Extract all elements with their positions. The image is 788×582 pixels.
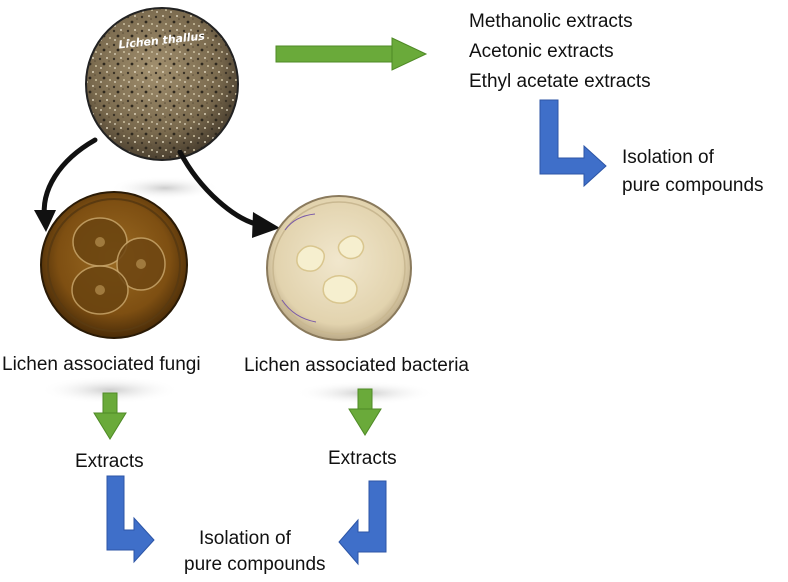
fungi-caption: Lichen associated fungi (2, 354, 201, 375)
fungi-plate-image (40, 191, 188, 339)
blue-arrow-bottom-right (338, 480, 387, 566)
black-arrow-to-fungi (34, 137, 98, 232)
isolation-bottom-line1: Isolation of (199, 528, 291, 549)
lichen-thallus-image: Lichen thallus (85, 7, 239, 161)
bacteria-caption: Lichen associated bacteria (244, 355, 469, 376)
green-arrow-down-bacteria (348, 388, 382, 436)
blue-arrow-bottom-left (106, 475, 155, 564)
bacteria-plate-image (266, 195, 412, 341)
solvent-extract-acetonic: Acetonic extracts (469, 41, 614, 62)
isolation-bottom-line2: pure compounds (184, 554, 326, 575)
green-arrow-right (275, 37, 428, 71)
blue-arrow-top (539, 99, 607, 188)
bacteria-extracts-label: Extracts (328, 448, 397, 469)
black-arrow-to-bacteria (177, 149, 280, 238)
solvent-extract-ethyl-acetate: Ethyl acetate extracts (469, 71, 651, 92)
shadow-under-fungi-caption (40, 376, 180, 404)
solvent-extract-methanolic: Methanolic extracts (469, 11, 633, 32)
shadow-under-thallus (110, 176, 220, 200)
fungi-extracts-label: Extracts (75, 451, 144, 472)
isolation-top-line2: pure compounds (622, 175, 764, 196)
green-arrow-down-fungi (93, 392, 127, 440)
isolation-top-line1: Isolation of (622, 147, 714, 168)
